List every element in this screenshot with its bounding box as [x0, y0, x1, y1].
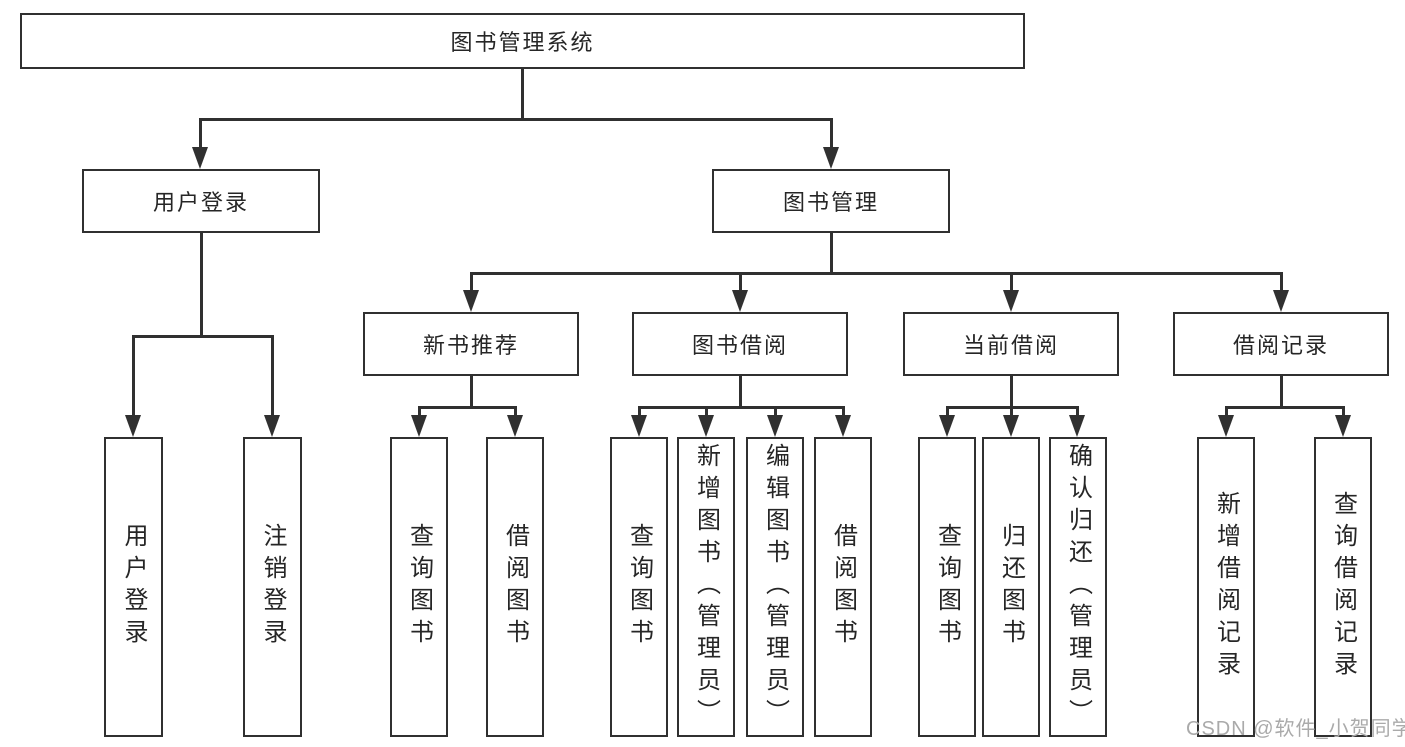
connector-drop [637, 406, 641, 419]
leaf-query-books-borrow: 查询图书 [610, 437, 668, 737]
arrow-down-icon [1218, 415, 1234, 437]
arrow-down-icon [463, 290, 479, 312]
leaf-logout: 注销登录 [243, 437, 302, 737]
node-book-management: 图书管理 [712, 169, 950, 233]
connector-drop [417, 406, 421, 419]
connector-drop [270, 335, 274, 420]
node-book-borrowing: 图书借阅 [632, 312, 848, 376]
connector-drop [773, 406, 777, 419]
connector-drop [198, 118, 202, 152]
node-user-login: 用户登录 [82, 169, 320, 233]
connector-stem [469, 375, 473, 409]
arrow-down-icon [1003, 415, 1019, 437]
connector-stem [738, 375, 742, 409]
node-new-book-recommendation: 新书推荐 [363, 312, 579, 376]
leaf-confirm-return-admin: 确认归还（管理员） [1049, 437, 1107, 737]
connector-drop [131, 335, 135, 420]
connector-rail [637, 406, 845, 409]
connector-stem [829, 233, 833, 275]
leaf-query-borrow-record: 查询借阅记录 [1314, 437, 1372, 737]
connector-drop [1224, 406, 1228, 419]
leaf-edit-books-admin: 编辑图书（管理员） [746, 437, 804, 737]
connector-drop [1009, 272, 1013, 295]
node-current-borrowing: 当前借阅 [903, 312, 1119, 376]
connector-drop [1009, 406, 1013, 419]
arrow-down-icon [264, 415, 280, 437]
leaf-borrow-books: 借阅图书 [814, 437, 872, 737]
connector-drop [513, 406, 517, 419]
connector-stem [1009, 375, 1013, 409]
connector-drop [945, 406, 949, 419]
arrow-down-icon [1069, 415, 1085, 437]
arrow-down-icon [732, 290, 748, 312]
leaf-user-login: 用户登录 [104, 437, 163, 737]
connector-drop [1279, 272, 1283, 295]
node-book-management-system: 图书管理系统 [20, 13, 1025, 69]
connector-rail [131, 335, 274, 338]
leaf-return-books: 归还图书 [982, 437, 1040, 737]
arrow-down-icon [1003, 290, 1019, 312]
leaf-add-borrow-record: 新增借阅记录 [1197, 437, 1255, 737]
connector-stem [520, 68, 524, 121]
arrow-down-icon [698, 415, 714, 437]
connector-drop [738, 272, 742, 295]
leaf-borrow-books-recommend: 借阅图书 [486, 437, 544, 737]
connector-rail [417, 406, 517, 409]
connector-drop [829, 118, 833, 152]
arrow-down-icon [631, 415, 647, 437]
arrow-down-icon [1273, 290, 1289, 312]
connector-drop [704, 406, 708, 419]
connector-rail [469, 272, 1283, 275]
node-borrowing-records: 借阅记录 [1173, 312, 1389, 376]
connector-drop [469, 272, 473, 295]
arrow-down-icon [411, 415, 427, 437]
connector-drop [1341, 406, 1345, 419]
arrow-down-icon [507, 415, 523, 437]
connector-drop [1075, 406, 1079, 419]
arrow-down-icon [125, 415, 141, 437]
leaf-add-books-admin: 新增图书（管理员） [677, 437, 735, 737]
leaf-query-books-current: 查询图书 [918, 437, 976, 737]
arrow-down-icon [939, 415, 955, 437]
connector-stem [199, 233, 203, 338]
connector-rail [1224, 406, 1345, 409]
arrow-down-icon [767, 415, 783, 437]
connector-rail [198, 118, 833, 121]
arrow-down-icon [192, 147, 208, 169]
leaf-query-books-recommend: 查询图书 [390, 437, 448, 737]
connector-drop [841, 406, 845, 419]
watermark: CSDN @软件_小贺同学 [1186, 718, 1405, 740]
arrow-down-icon [1335, 415, 1351, 437]
arrow-down-icon [835, 415, 851, 437]
connector-stem [1279, 375, 1283, 409]
arrow-down-icon [823, 147, 839, 169]
